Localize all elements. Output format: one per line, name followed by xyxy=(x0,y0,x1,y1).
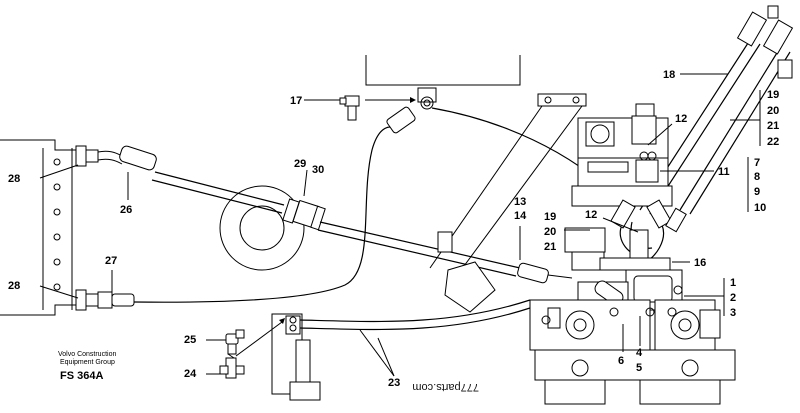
callout-2: 2 xyxy=(730,292,736,304)
figure-reference: FS 364A xyxy=(60,370,103,382)
callout-5: 5 xyxy=(636,362,642,374)
curved-fittings xyxy=(610,199,687,263)
fittings-24-25 xyxy=(219,329,245,379)
callout-8: 8 xyxy=(754,171,760,183)
left-frame-member xyxy=(0,139,99,316)
callout-24: 24 xyxy=(184,368,197,380)
callout-30: 30 xyxy=(312,164,324,176)
caption-line-1: Volvo Construction xyxy=(58,351,116,358)
callout-20-center: 20 xyxy=(544,226,556,238)
callout-18: 18 xyxy=(663,69,675,81)
callout-23: 23 xyxy=(388,377,400,389)
callout-29: 29 xyxy=(294,158,306,170)
diagonal-bracket xyxy=(429,93,587,313)
hose-26 xyxy=(97,145,285,214)
callout-28-lower: 28 xyxy=(8,280,20,292)
callout-6: 6 xyxy=(618,355,624,367)
callout-7: 7 xyxy=(754,157,760,169)
hose-27 xyxy=(97,126,396,309)
pipes-23 xyxy=(271,299,531,401)
caption-line-2: Equipment Group xyxy=(60,359,115,366)
hose-13-14 xyxy=(517,262,573,284)
callout-25: 25 xyxy=(184,334,196,346)
callout-4: 4 xyxy=(636,347,643,359)
watermark: 777parts.com xyxy=(412,381,479,393)
callout-9: 9 xyxy=(754,186,760,198)
callout-26: 26 xyxy=(120,204,132,216)
callouts: 17 18 12 11 7 8 9 10 19 20 21 22 19 20 2… xyxy=(8,69,779,389)
callout-12-lower: 12 xyxy=(585,209,597,221)
callout-27: 27 xyxy=(105,255,117,267)
callout-20-right: 20 xyxy=(767,105,779,117)
callout-1: 1 xyxy=(730,277,736,289)
callout-21-right: 21 xyxy=(767,120,779,132)
callout-21-center: 21 xyxy=(544,241,556,253)
callout-3: 3 xyxy=(730,307,736,319)
callout-19-right: 19 xyxy=(767,89,779,101)
figure-caption: Volvo Construction Equipment Group FS 36… xyxy=(58,351,116,382)
upper-valve-block xyxy=(571,103,673,207)
callout-16: 16 xyxy=(694,257,706,269)
callout-12-upper: 12 xyxy=(675,113,687,125)
top-mounting-plate xyxy=(365,55,521,110)
callout-22: 22 xyxy=(767,136,779,148)
callout-13: 13 xyxy=(514,196,526,208)
watermark-text: 777parts.com xyxy=(412,381,479,393)
callout-14: 14 xyxy=(514,210,527,222)
callout-19-center: 19 xyxy=(544,211,556,223)
callout-17: 17 xyxy=(290,95,302,107)
upper-pipes-18 xyxy=(639,5,794,215)
callout-11: 11 xyxy=(718,166,730,178)
lower-valve-block xyxy=(529,227,736,405)
callout-28-upper: 28 xyxy=(8,173,20,185)
leader-lines xyxy=(39,73,761,377)
spacer-ring-29-30 xyxy=(219,185,521,277)
callout-10: 10 xyxy=(754,202,766,214)
